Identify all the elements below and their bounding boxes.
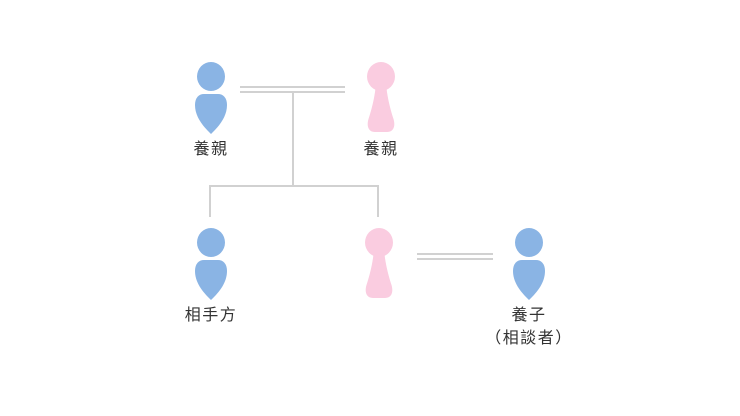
person-adopted-child: 養子 （相談者） — [469, 228, 589, 350]
male-person-icon — [513, 228, 545, 300]
person-adoptive-parent-female: 養親 — [321, 62, 441, 161]
sibling-bracket — [209, 185, 379, 217]
female-person-icon — [365, 228, 393, 298]
male-person-icon — [195, 62, 227, 134]
person-adoptive-parent-male: 養親 — [151, 62, 271, 161]
person-label-main: 養子 — [511, 307, 547, 324]
marriage-double-line-bottom — [417, 253, 493, 260]
person-label: 養子 （相談者） — [469, 304, 589, 350]
female-person-icon — [367, 62, 395, 132]
parent-child-stem — [291, 92, 294, 186]
person-label: 養親 — [363, 141, 399, 158]
person-label: 養親 — [193, 141, 229, 158]
male-person-icon — [195, 228, 227, 300]
person-label: 相手方 — [184, 307, 238, 324]
person-other-party: 相手方 — [151, 228, 271, 327]
person-label-sub: （相談者） — [485, 330, 573, 347]
person-child-female — [319, 228, 439, 300]
